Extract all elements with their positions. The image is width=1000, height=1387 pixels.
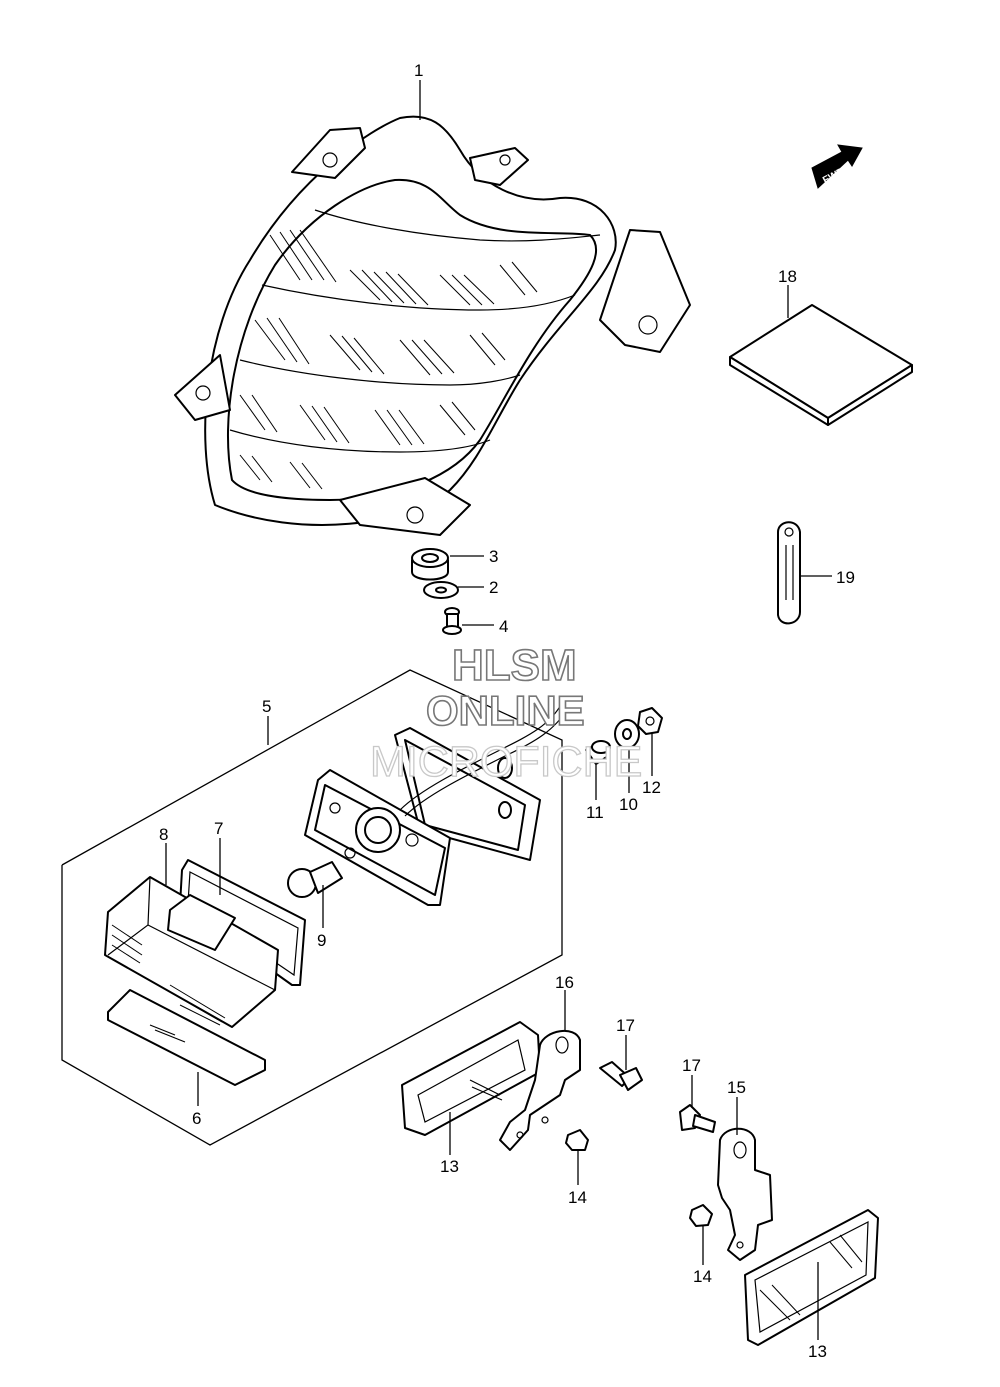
- watermark-line-3: MICROFICHE: [370, 738, 642, 786]
- callout-13-left: 13: [440, 1157, 459, 1176]
- part-19-strap: [777, 521, 801, 625]
- part-2-washer: [423, 581, 459, 599]
- part-5-license-lamp-assembly: [61, 669, 563, 1146]
- callout-17-right: 17: [682, 1056, 701, 1075]
- callout-17-left: 17: [616, 1016, 635, 1035]
- part-17-bolt-left: [599, 1061, 643, 1091]
- callout-16: 16: [555, 973, 574, 992]
- callout-6: 6: [192, 1109, 201, 1128]
- part-14-nut-left: [565, 1129, 589, 1151]
- part-lamp-base: [304, 702, 569, 906]
- callout-10: 10: [619, 795, 638, 814]
- callout-1: 1: [414, 61, 423, 80]
- part-9-bulb: [287, 861, 343, 898]
- part-1-tail-lamp-housing: [174, 115, 691, 536]
- watermark-line-2: ONLINE: [426, 687, 585, 734]
- callout-18: 18: [778, 267, 797, 286]
- callout-5: 5: [262, 697, 271, 716]
- callout-3: 3: [489, 547, 498, 566]
- watermark-line-1: HLSM: [452, 641, 577, 690]
- callout-7: 7: [214, 819, 223, 838]
- fwd-arrow-icon: FWD: [811, 144, 863, 189]
- callout-19: 19: [836, 568, 855, 587]
- watermark: HLSM ONLINE MICROFICHE: [369, 640, 643, 786]
- callout-4: 4: [499, 617, 508, 636]
- part-14-nut-right: [689, 1204, 713, 1227]
- callout-labels: 1 3 2 4 5 8 7 9 6 11 10 12 13 14 16 17 1…: [159, 61, 855, 1361]
- part-stud-left: [469, 1079, 503, 1101]
- callout-15: 15: [727, 1078, 746, 1097]
- callout-14-left: 14: [568, 1188, 587, 1207]
- part-16-bracket-left: [499, 1030, 581, 1151]
- callout-9: 9: [317, 931, 326, 950]
- leader-lines: [165, 80, 832, 1340]
- callout-8: 8: [159, 825, 168, 844]
- callout-2: 2: [489, 578, 498, 597]
- callout-14-right: 14: [693, 1267, 712, 1286]
- part-3-grommet: [411, 548, 449, 581]
- part-10-washer: [614, 719, 640, 749]
- callout-12: 12: [642, 778, 661, 797]
- part-18-sheet: [729, 304, 913, 426]
- callout-13-right: 13: [808, 1342, 827, 1361]
- part-8-lens: [104, 876, 279, 1028]
- part-17-bolt-right: [679, 1104, 716, 1133]
- part-13-reflector-right: [744, 1209, 879, 1346]
- part-11-collar: [585, 740, 611, 765]
- callout-11: 11: [586, 803, 604, 822]
- part-4-screw: [442, 607, 462, 635]
- part-12-nut: [637, 707, 663, 735]
- part-15-bracket-right: [717, 1127, 773, 1261]
- part-6-plate: [107, 989, 266, 1086]
